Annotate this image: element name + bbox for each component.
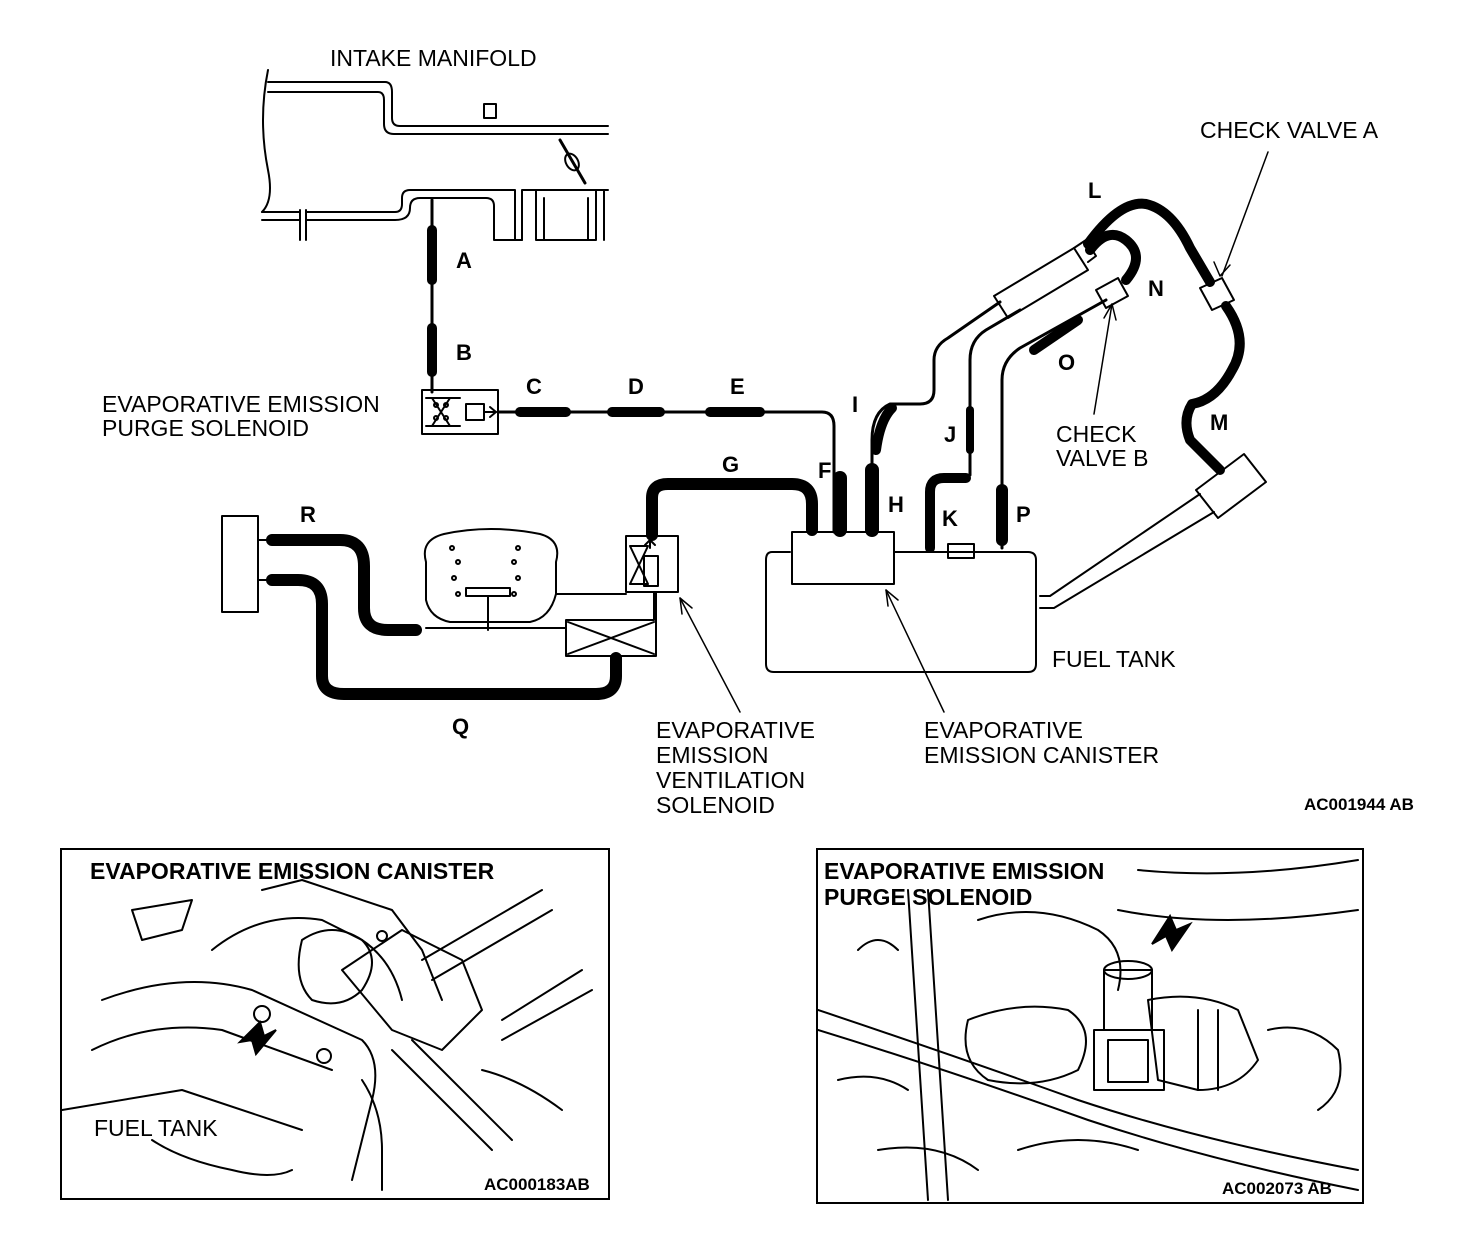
hose-label-n: N bbox=[1148, 276, 1164, 301]
purge-solenoid-label-line1: EVAPORATIVE EMISSION bbox=[102, 391, 380, 417]
hose-q bbox=[266, 574, 622, 700]
fuel-tank-label: FUEL TANK bbox=[1052, 646, 1176, 672]
diagram-reference-code: AC001944 AB bbox=[1304, 795, 1414, 814]
vent-solenoid-label-line3: VENTILATION bbox=[656, 767, 806, 793]
pointer-arrow-icon bbox=[237, 1020, 277, 1057]
hose-label-i: I bbox=[852, 392, 859, 417]
hose-label-l: L bbox=[1088, 178, 1102, 203]
hose-label-d: D bbox=[628, 374, 644, 399]
hose-label-j: J bbox=[944, 422, 957, 447]
hose-r bbox=[266, 534, 422, 636]
check-valve-b-body bbox=[1095, 277, 1129, 309]
engine-block bbox=[221, 515, 273, 613]
hose-label-g: G bbox=[722, 452, 740, 477]
fuel-tank-body bbox=[765, 543, 1037, 673]
intake-manifold bbox=[261, 69, 609, 241]
check-valve-a-body bbox=[1199, 277, 1235, 311]
hose-label-a: A bbox=[456, 248, 472, 273]
hose-j-k bbox=[925, 308, 1022, 553]
check-valve-b-label-line2: VALVE B bbox=[1056, 445, 1149, 471]
purge-solenoid-label-line2: PURGE SOLENOID bbox=[102, 415, 310, 441]
canister-panel-fuel-tank-label: FUEL TANK bbox=[94, 1115, 218, 1141]
canister-photo-panel bbox=[60, 848, 610, 1200]
purge-solenoid bbox=[421, 389, 499, 435]
air-filter bbox=[423, 528, 657, 657]
hose-label-o: O bbox=[1058, 350, 1076, 375]
filler-neck bbox=[1039, 453, 1267, 609]
hose-p-o bbox=[996, 298, 1108, 550]
hose-label-b: B bbox=[456, 340, 472, 365]
canister-panel-title: EVAPORATIVE EMISSION CANISTER bbox=[90, 858, 495, 884]
vent-solenoid-label-line4: SOLENOID bbox=[656, 792, 775, 818]
pointer-arrow-icon bbox=[1151, 913, 1193, 953]
hose-label-h: H bbox=[888, 492, 904, 517]
canister-label-line2: EMISSION CANISTER bbox=[924, 742, 1160, 768]
hose-label-c: C bbox=[526, 374, 542, 399]
canister-body bbox=[791, 531, 895, 585]
canister-panel-reference-code: AC000183AB bbox=[484, 1175, 590, 1194]
separator-tube bbox=[993, 239, 1097, 319]
hose-g bbox=[646, 478, 818, 541]
vent-solenoid-label-line1: EVAPORATIVE bbox=[656, 717, 815, 743]
hose-label-r: R bbox=[300, 502, 316, 527]
hose-n bbox=[1085, 229, 1141, 285]
hose-label-q: Q bbox=[452, 714, 470, 739]
hose-label-p: P bbox=[1016, 502, 1031, 527]
hose-label-e: E bbox=[730, 374, 745, 399]
purge-photo-illustration bbox=[817, 859, 1359, 1201]
purge-panel-title-line1: EVAPORATIVE EMISSION bbox=[824, 858, 1105, 884]
vent-solenoid-body bbox=[625, 535, 679, 593]
hose-label-k: K bbox=[942, 506, 958, 531]
canister-photo-illustration bbox=[61, 879, 593, 1191]
purge-panel-title-line2: PURGE SOLENOID bbox=[824, 884, 1033, 910]
purge-panel-reference-code: AC002073 AB bbox=[1222, 1179, 1332, 1198]
canister-label-line1: EVAPORATIVE bbox=[924, 717, 1083, 743]
vent-solenoid-label-line2: EMISSION bbox=[656, 742, 769, 768]
check-valve-b-label-line1: CHECK bbox=[1056, 421, 1137, 447]
pointer-lines bbox=[679, 151, 1269, 713]
hose-label-m: M bbox=[1210, 410, 1229, 435]
hose-c-d-e bbox=[496, 407, 836, 534]
intake-manifold-label: INTAKE MANIFOLD bbox=[330, 45, 537, 71]
purge-photo-panel bbox=[816, 848, 1364, 1204]
check-valve-a-label: CHECK VALVE A bbox=[1200, 117, 1379, 143]
hose-h-i bbox=[865, 300, 1002, 537]
hose-label-f: F bbox=[818, 458, 832, 483]
hose-l-m bbox=[1083, 198, 1245, 475]
